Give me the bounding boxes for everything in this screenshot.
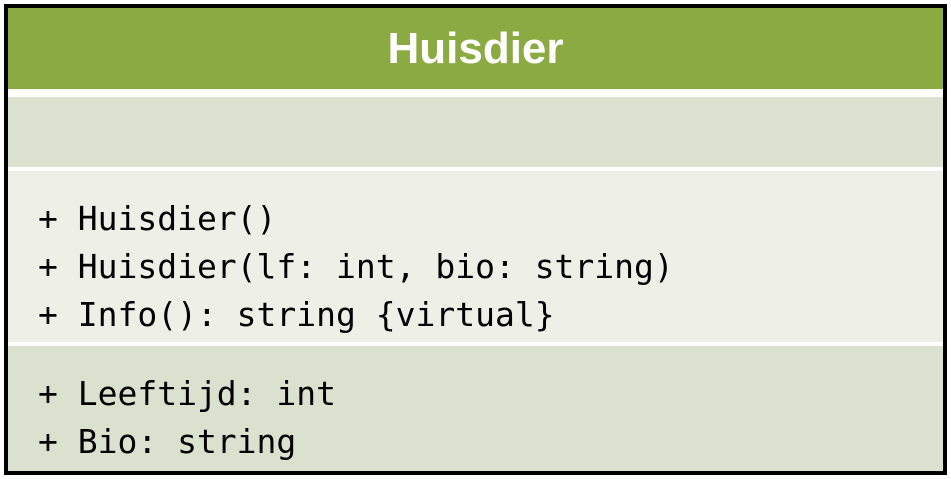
empty-section <box>8 97 943 167</box>
uml-class-box: Huisdier + Huisdier() + Huisdier(lf: int… <box>4 4 947 475</box>
method-item: + Huisdier(lf: int, bio: string) <box>38 247 674 286</box>
attribute-item: + Leeftijd: int <box>38 374 337 413</box>
attributes-section: + Leeftijd: int + Bio: string <box>8 346 943 471</box>
method-item: + Huisdier() <box>38 199 277 238</box>
methods-section: + Huisdier() + Huisdier(lf: int, bio: st… <box>8 171 943 342</box>
class-header: Huisdier <box>8 8 943 89</box>
class-name: Huisdier <box>387 23 564 73</box>
attribute-item: + Bio: string <box>38 422 297 461</box>
method-item: + Info(): string {virtual} <box>38 295 555 334</box>
